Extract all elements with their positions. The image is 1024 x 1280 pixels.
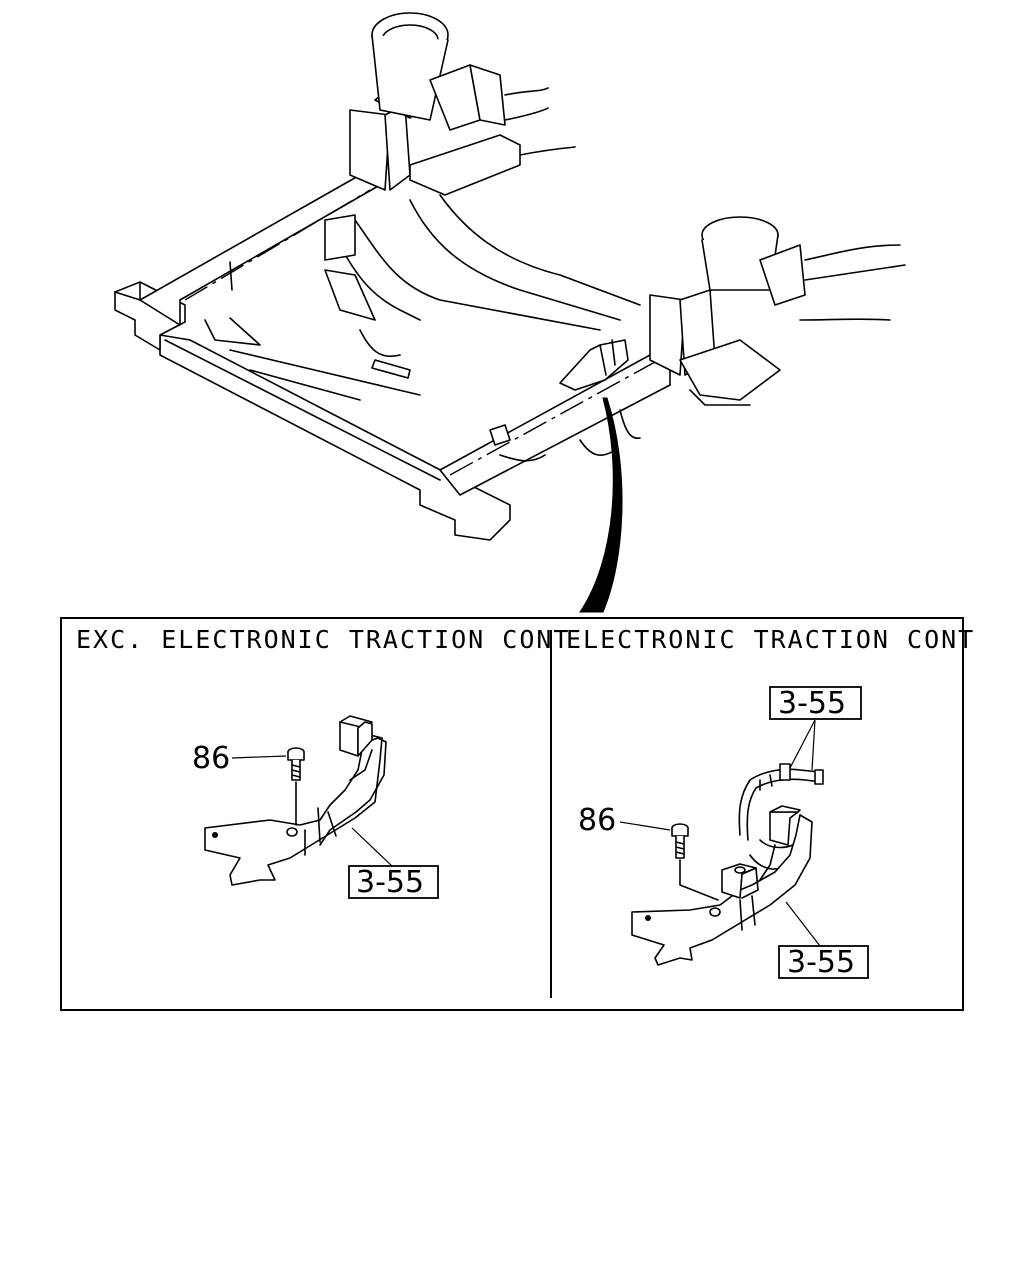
bolt-icon — [287, 747, 305, 826]
bolt-icon-right — [671, 823, 719, 901]
panel-exc-traction-control: EXC. ELECTRONIC TRACTION CONT 86 — [76, 625, 571, 900]
sensor-bracket-icon — [631, 805, 813, 966]
crossmember-assembly-illustration — [114, 12, 906, 541]
bracket-icon — [204, 715, 387, 886]
callout-bolt-right: 86 — [578, 803, 616, 838]
panel-title-right: ELECTRONIC TRACTION CONT — [566, 625, 975, 654]
callout-harness-right: 3-55 — [778, 686, 846, 721]
callout-bracket-left: 3-55 — [356, 865, 424, 900]
callout-bolt-left: 86 — [192, 741, 230, 776]
leader-pointer — [579, 397, 623, 613]
callout-bracket-right: 3-55 — [787, 945, 855, 980]
panel-traction-control: ELECTRONIC TRACTION CONT 3-55 — [566, 625, 975, 980]
detail-frame — [60, 617, 964, 1011]
wiring-harness-icon — [738, 763, 824, 870]
panel-title-left: EXC. ELECTRONIC TRACTION CONT — [76, 625, 571, 654]
